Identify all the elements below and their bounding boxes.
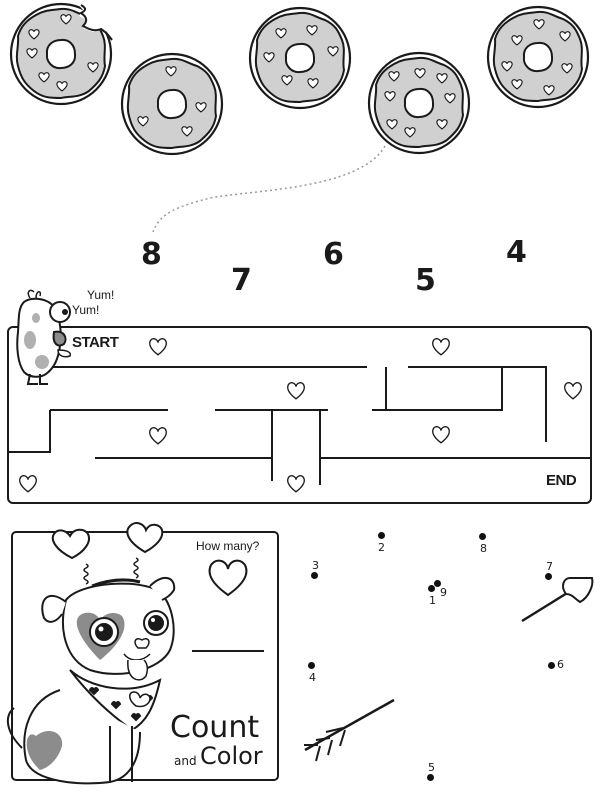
monster-speech-1: Yum!: [87, 288, 115, 302]
title-count: Count: [170, 710, 260, 745]
example-connector-line: [152, 145, 386, 233]
number-7[interactable]: 7: [231, 263, 252, 298]
donut-1: [9, 0, 115, 106]
puppy-illustration: [6, 522, 176, 785]
number-5[interactable]: 5: [415, 263, 436, 298]
answer-line[interactable]: [192, 650, 264, 652]
maze-start-label: START: [72, 334, 119, 351]
donuts-row: [9, 0, 590, 156]
monster-character: [16, 289, 72, 385]
how-many-prompt: How many?: [196, 539, 260, 553]
number-6[interactable]: 6: [323, 237, 344, 272]
title-and: and: [174, 754, 197, 768]
maze-end-label: END: [546, 472, 577, 489]
number-8[interactable]: 8: [141, 237, 162, 272]
maze[interactable]: [0, 310, 600, 510]
monster-speech-2: Yum!: [72, 303, 100, 317]
title-color: Color: [200, 742, 263, 770]
count-heart-icon: [208, 559, 248, 597]
number-4[interactable]: 4: [506, 235, 527, 270]
